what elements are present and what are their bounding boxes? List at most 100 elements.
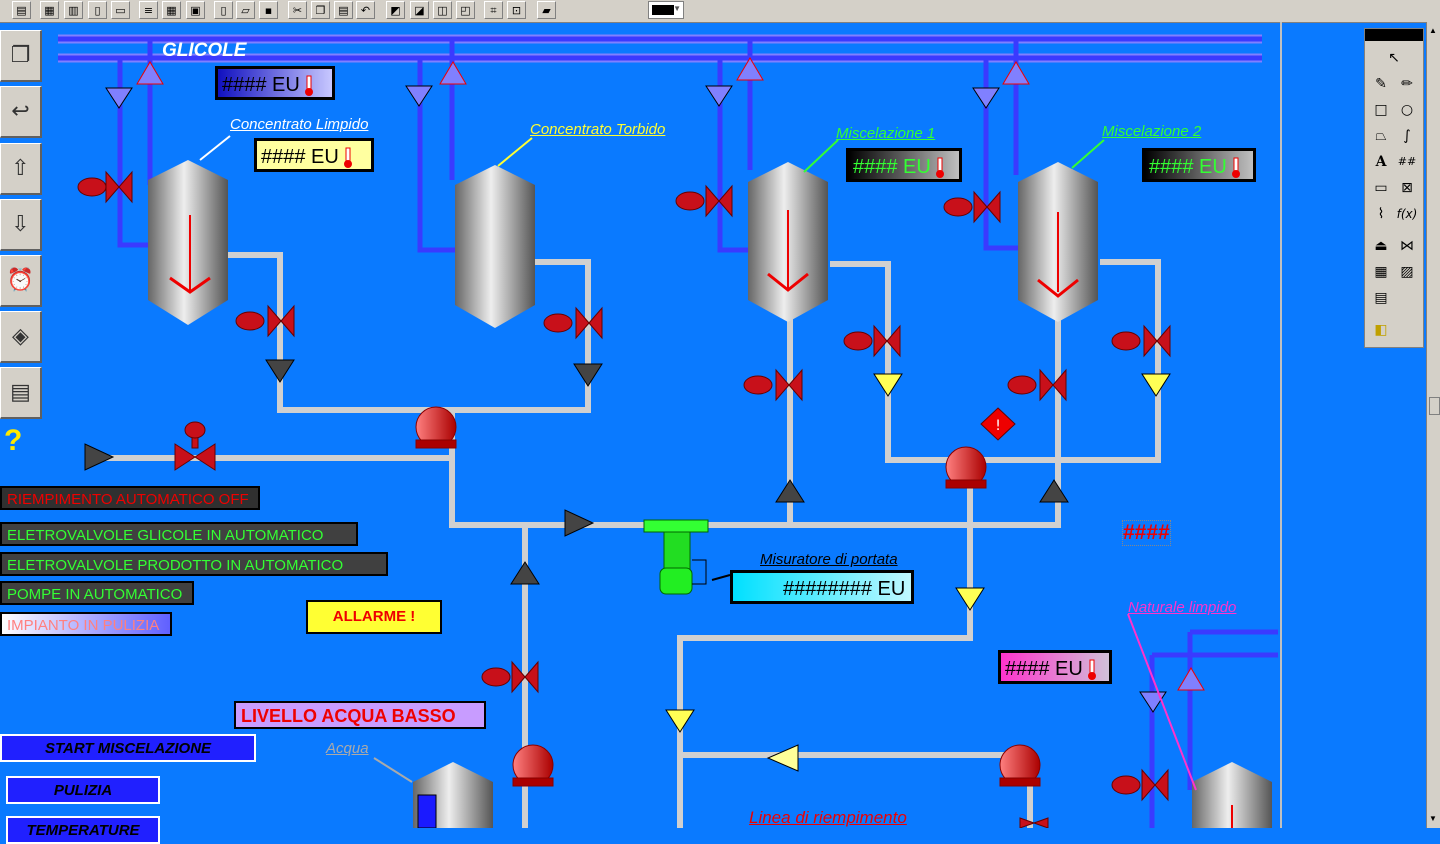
tank-concentrato-torbido (455, 165, 535, 328)
allarme-indicator: ALLARME ! (306, 600, 442, 634)
restore-icon[interactable]: ❐ (0, 30, 42, 82)
doc-icon[interactable]: ▯ (88, 1, 107, 19)
chevron-down-icon: ▼ (673, 4, 681, 13)
pulizia-button[interactable]: PULIZIA (6, 776, 160, 804)
warning-icon[interactable]: ◈ (0, 311, 42, 363)
thermometer-icon (304, 75, 314, 97)
pen-icon[interactable]: ✏ (1401, 76, 1413, 92)
linea-riempimento-label: Linea di riempimento (749, 808, 907, 827)
warning-diamond: ! (980, 407, 1016, 441)
naturale-limpido-label: Naturale limpido (1128, 599, 1237, 616)
palette-titlebar[interactable] (1365, 29, 1423, 41)
circle-icon[interactable]: ○ (1400, 102, 1414, 118)
pointer-icon[interactable]: ↖ (1388, 50, 1400, 66)
paste-icon[interactable]: ▤ (334, 1, 353, 19)
pulizia-impianto-status: IMPIANTO IN PULIZIA (0, 612, 172, 636)
tag-icon[interactable]: ▦ (40, 1, 59, 19)
scroll-down-icon[interactable]: ▼ (1429, 814, 1437, 823)
polygon-icon[interactable]: ⏢ (1375, 128, 1387, 144)
pipe-icon[interactable]: ∫ (1403, 128, 1411, 144)
color-picker[interactable]: ▼ (648, 1, 684, 19)
tank-miscelazione-1 (748, 162, 828, 322)
trend-icon[interactable]: ⌇ (1377, 206, 1385, 222)
text-icon[interactable]: A (1375, 154, 1387, 170)
joystick-icon[interactable]: ⏏ (1374, 238, 1388, 254)
thermometer-icon (343, 147, 353, 169)
report-icon[interactable]: ▤ (0, 367, 42, 419)
cut-icon[interactable]: ✂ (288, 1, 307, 19)
new-icon[interactable]: ▯ (214, 1, 233, 19)
svg-text:!: ! (995, 418, 1001, 434)
portata-readout: ######## EU (730, 570, 914, 604)
book-icon[interactable]: ▰ (537, 1, 556, 19)
move-icon[interactable]: ⌗ (484, 1, 503, 19)
toolbar: ▤ ▦ ▥ ▯ ▭ ≡ ▦ ▣ ▯ ▱ ▪ ✂ ❐ ▤ ↶ ◩ ◪ ◫ ◰ ⌗ … (0, 0, 1440, 23)
up-arrow-icon[interactable]: ⇧ (0, 143, 42, 195)
table-icon[interactable]: ▤ (1374, 290, 1388, 306)
vertical-scrollbar[interactable]: ▲ ▼ (1426, 22, 1440, 828)
scroll-up-icon[interactable]: ▲ (1429, 26, 1437, 35)
open-icon[interactable]: ▱ (236, 1, 255, 19)
temperature-button[interactable]: TEMPERATURE (6, 816, 160, 844)
livello-acqua-indicator: LIVELLO ACQUA BASSO (234, 701, 486, 729)
window-icon[interactable]: ▣ (186, 1, 205, 19)
valves (77, 170, 1171, 828)
sort-icon[interactable]: ≡ (139, 1, 158, 19)
naturale-temp-readout: #### EU (998, 650, 1112, 684)
align-icon[interactable]: ◫ (433, 1, 452, 19)
save-icon[interactable]: ▪ (259, 1, 278, 19)
tank-naturale-limpido (1192, 762, 1272, 828)
help-icon[interactable]: ? (4, 424, 23, 457)
fit-icon[interactable]: ⊡ (507, 1, 526, 19)
resize-icon[interactable]: ◰ (456, 1, 475, 19)
flow-arrows (84, 57, 1205, 772)
group-icon[interactable]: ◩ (386, 1, 405, 19)
glicole-temp-value: #### EU (222, 74, 300, 96)
rectangle-icon[interactable]: □ (1374, 102, 1388, 118)
free-value-readout: #### (1122, 520, 1171, 546)
glicole-temp-readout: #### EU (215, 66, 335, 100)
chart-tool-icon[interactable]: ▨ (1400, 264, 1414, 280)
conc-limpido-temp-readout: #### EU (254, 138, 374, 172)
ocx-icon[interactable]: ▦ (1374, 264, 1388, 280)
print-icon[interactable]: ▭ (111, 1, 130, 19)
tank-concentrato-limpido (148, 160, 228, 325)
thermometer-icon (1087, 659, 1097, 681)
miscelazione-2-temp-value: #### EU (1149, 156, 1227, 178)
miscelazione-1-label: Miscelazione 1 (836, 125, 936, 142)
pompe-status: POMPE IN AUTOMATICO (0, 581, 194, 605)
back-icon[interactable]: ↩ (0, 86, 42, 138)
pencil-icon[interactable]: ✎ (1375, 76, 1387, 92)
portata-value: ######## EU (783, 578, 906, 600)
color-swatch (652, 5, 674, 15)
start-miscelazione-button[interactable]: START MISCELAZIONE (0, 734, 256, 762)
app-icon[interactable]: ▤ (12, 1, 31, 19)
chart-icon[interactable]: ▥ (64, 1, 83, 19)
naturale-temp-value: #### EU (1005, 658, 1083, 680)
grid-icon[interactable]: ▦ (162, 1, 181, 19)
glicole-label: GLICOLE (162, 40, 247, 61)
alarm-clock-icon[interactable]: ⏰ (0, 255, 42, 307)
down-arrow-icon[interactable]: ⇩ (0, 199, 42, 251)
numeric-icon[interactable]: ## (1397, 155, 1417, 168)
ungroup-icon[interactable]: ◪ (410, 1, 429, 19)
valvole-prodotto-status: ELETROVALVOLE PRODOTTO IN AUTOMATICO (0, 552, 388, 576)
copy-icon[interactable]: ❐ (311, 1, 330, 19)
concentrato-limpido-label: Concentrato Limpido (230, 116, 369, 133)
concentrato-torbido-label: Concentrato Torbido (530, 121, 666, 138)
function-icon[interactable]: f(x) (1396, 207, 1418, 221)
tank-miscelazione-2 (1018, 162, 1098, 322)
misuratore-label: Misuratore di portata (760, 551, 898, 568)
miscelazione-2-label: Miscelazione 2 (1102, 123, 1202, 140)
palette-color-icon[interactable]: ◧ (1374, 322, 1388, 338)
symbol-icon[interactable]: ⊠ (1401, 180, 1413, 196)
canvas-area (0, 22, 1282, 828)
valve-tool-icon[interactable]: ⋈ (1400, 238, 1414, 254)
button-icon[interactable]: ▭ (1374, 180, 1388, 196)
acqua-label: Acqua (326, 740, 369, 757)
undo-icon[interactable]: ↶ (356, 1, 375, 19)
thermometer-icon (935, 157, 945, 179)
tank-acqua (413, 762, 493, 828)
tool-palette: ↖ ✎ ✏ □ ○ ⏢ ∫ A ## ▭ ⊠ ⌇ f(x) ⏏ ⋈ ▦ ▨ ▤ … (1364, 28, 1424, 348)
conc-limpido-temp-value: #### EU (261, 146, 339, 168)
